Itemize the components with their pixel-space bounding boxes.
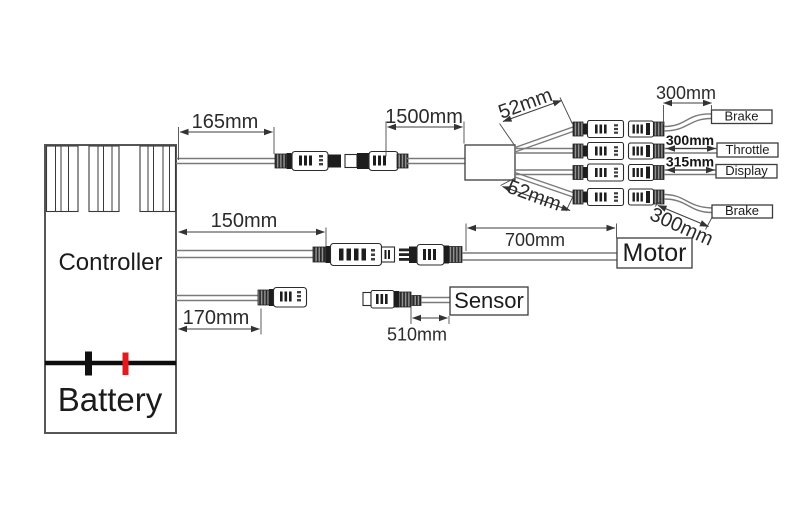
dimension-165mm: 165mm — [178, 111, 275, 160]
throttle-box — [716, 142, 779, 158]
motor-box — [616, 237, 693, 269]
branch-wire-display — [515, 169, 573, 176]
sensor-connector-male — [362, 289, 422, 309]
dimension-165mm-label: 165mm — [192, 111, 259, 133]
main-harness: Brake Throttle Display Brake — [176, 109, 779, 219]
dimension-315mm-display-label: 315mm — [666, 154, 714, 170]
dimension-510mm: 510mm — [387, 306, 450, 345]
dimension-300mm-throttle: 300mm — [666, 132, 716, 152]
brake-bottom-box — [711, 204, 774, 219]
dimension-52mm-top-label: 52mm — [496, 84, 556, 124]
sensor-label: Sensor — [454, 288, 524, 313]
motor-cable — [462, 252, 617, 261]
dimension-52mm-top: 52mm — [496, 84, 573, 147]
brake-top-label: Brake — [725, 109, 759, 124]
battery-positive-terminal — [122, 352, 129, 375]
dimension-170mm-label: 170mm — [183, 307, 250, 329]
tail-wire-display — [664, 169, 716, 176]
controller-battery-unit: Controller Battery — [44, 144, 177, 434]
motor-lead-wire — [176, 249, 316, 259]
controller-connector-fins — [45, 145, 177, 213]
main-cable-segment-2 — [407, 157, 465, 165]
branch-wire-throttle — [515, 147, 573, 154]
connector-pair-display — [572, 163, 665, 182]
dimension-315mm-display: 315mm — [666, 154, 715, 174]
brake-top-box — [710, 109, 773, 125]
battery-negative-terminal — [85, 351, 92, 376]
connector-pair-brake-bottom — [572, 187, 665, 207]
sensor-cable — [421, 296, 450, 304]
motor-connector-pair — [312, 242, 463, 267]
dimension-150mm-label: 150mm — [211, 210, 278, 232]
tail-wire-brake-top — [663, 113, 712, 132]
dimension-700mm: 700mm — [465, 223, 617, 251]
dimension-510mm-label: 510mm — [387, 325, 447, 345]
dimension-300mm-brake-top: 300mm — [656, 83, 716, 125]
main-connector-pair — [274, 150, 409, 172]
display-label: Display — [725, 163, 768, 178]
controller-label: Controller — [58, 249, 162, 276]
dimension-52mm-bottom-label: 52mm — [504, 176, 564, 216]
throttle-label: Throttle — [725, 142, 769, 157]
sensor-box — [449, 286, 529, 316]
connector-pair-throttle — [572, 141, 665, 161]
dimension-1500mm-label: 1500mm — [385, 106, 463, 128]
tail-wire-throttle — [664, 147, 717, 154]
dimension-700mm-label: 700mm — [505, 230, 565, 250]
brake-bottom-label: Brake — [725, 203, 759, 218]
motor-harness: Motor — [176, 237, 693, 269]
battery-label: Battery — [58, 381, 163, 418]
dimension-150mm: 150mm — [178, 210, 327, 246]
sensor-harness: Sensor — [176, 286, 529, 316]
main-cable-segment-1 — [176, 157, 276, 165]
connector-pair-brake-top — [572, 119, 665, 139]
sensor-connector-female — [257, 286, 308, 308]
display-box — [715, 163, 778, 179]
dimension-52mm-bottom: 52mm — [500, 176, 574, 216]
sensor-lead-wire — [176, 294, 259, 302]
dimension-300mm-throttle-label: 300mm — [666, 132, 714, 148]
motor-label: Motor — [623, 239, 687, 267]
dimension-170mm: 170mm — [178, 307, 262, 335]
dimension-1500mm: 1500mm — [385, 106, 465, 157]
dimension-300mm-brake-top-label: 300mm — [656, 83, 716, 103]
junction-box — [464, 144, 516, 181]
